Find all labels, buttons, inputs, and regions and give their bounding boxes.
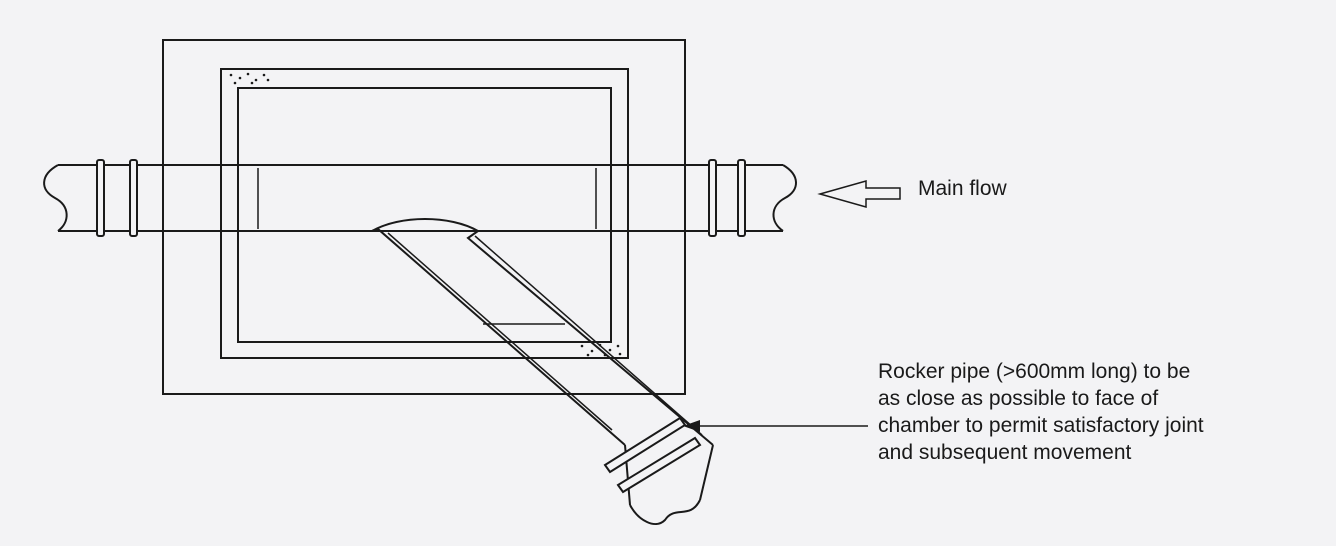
main-flow-label: Main flow [918, 177, 1007, 200]
branch-junction [368, 218, 482, 232]
chamber-outer-wall [162, 39, 686, 395]
rocker-pipe-leader [683, 420, 868, 432]
chamber-inner-wall [220, 68, 629, 359]
main-pipe-collar-right [708, 159, 746, 237]
main-flow-arrow [817, 180, 901, 208]
rocker-pipe-note-line: and subsequent movement [878, 440, 1132, 464]
rocker-pipe-note-line: chamber to permit satisfactory joint [878, 413, 1204, 437]
chamber-benching-edge [237, 87, 612, 343]
concrete-hatching-top-left [229, 72, 270, 85]
rocker-pipe-note-line: Rocker pipe (>600mm long) to be [878, 360, 1191, 383]
rocker-pipe-collar [603, 416, 702, 494]
rocker-pipe [371, 227, 714, 525]
rocker-pipe-note-line: as close as possible to face of [878, 386, 1159, 410]
main-pipe-collar-left [96, 159, 138, 237]
rocker-pipe-note: Rocker pipe (>600mm long) to be as close… [878, 359, 1308, 467]
